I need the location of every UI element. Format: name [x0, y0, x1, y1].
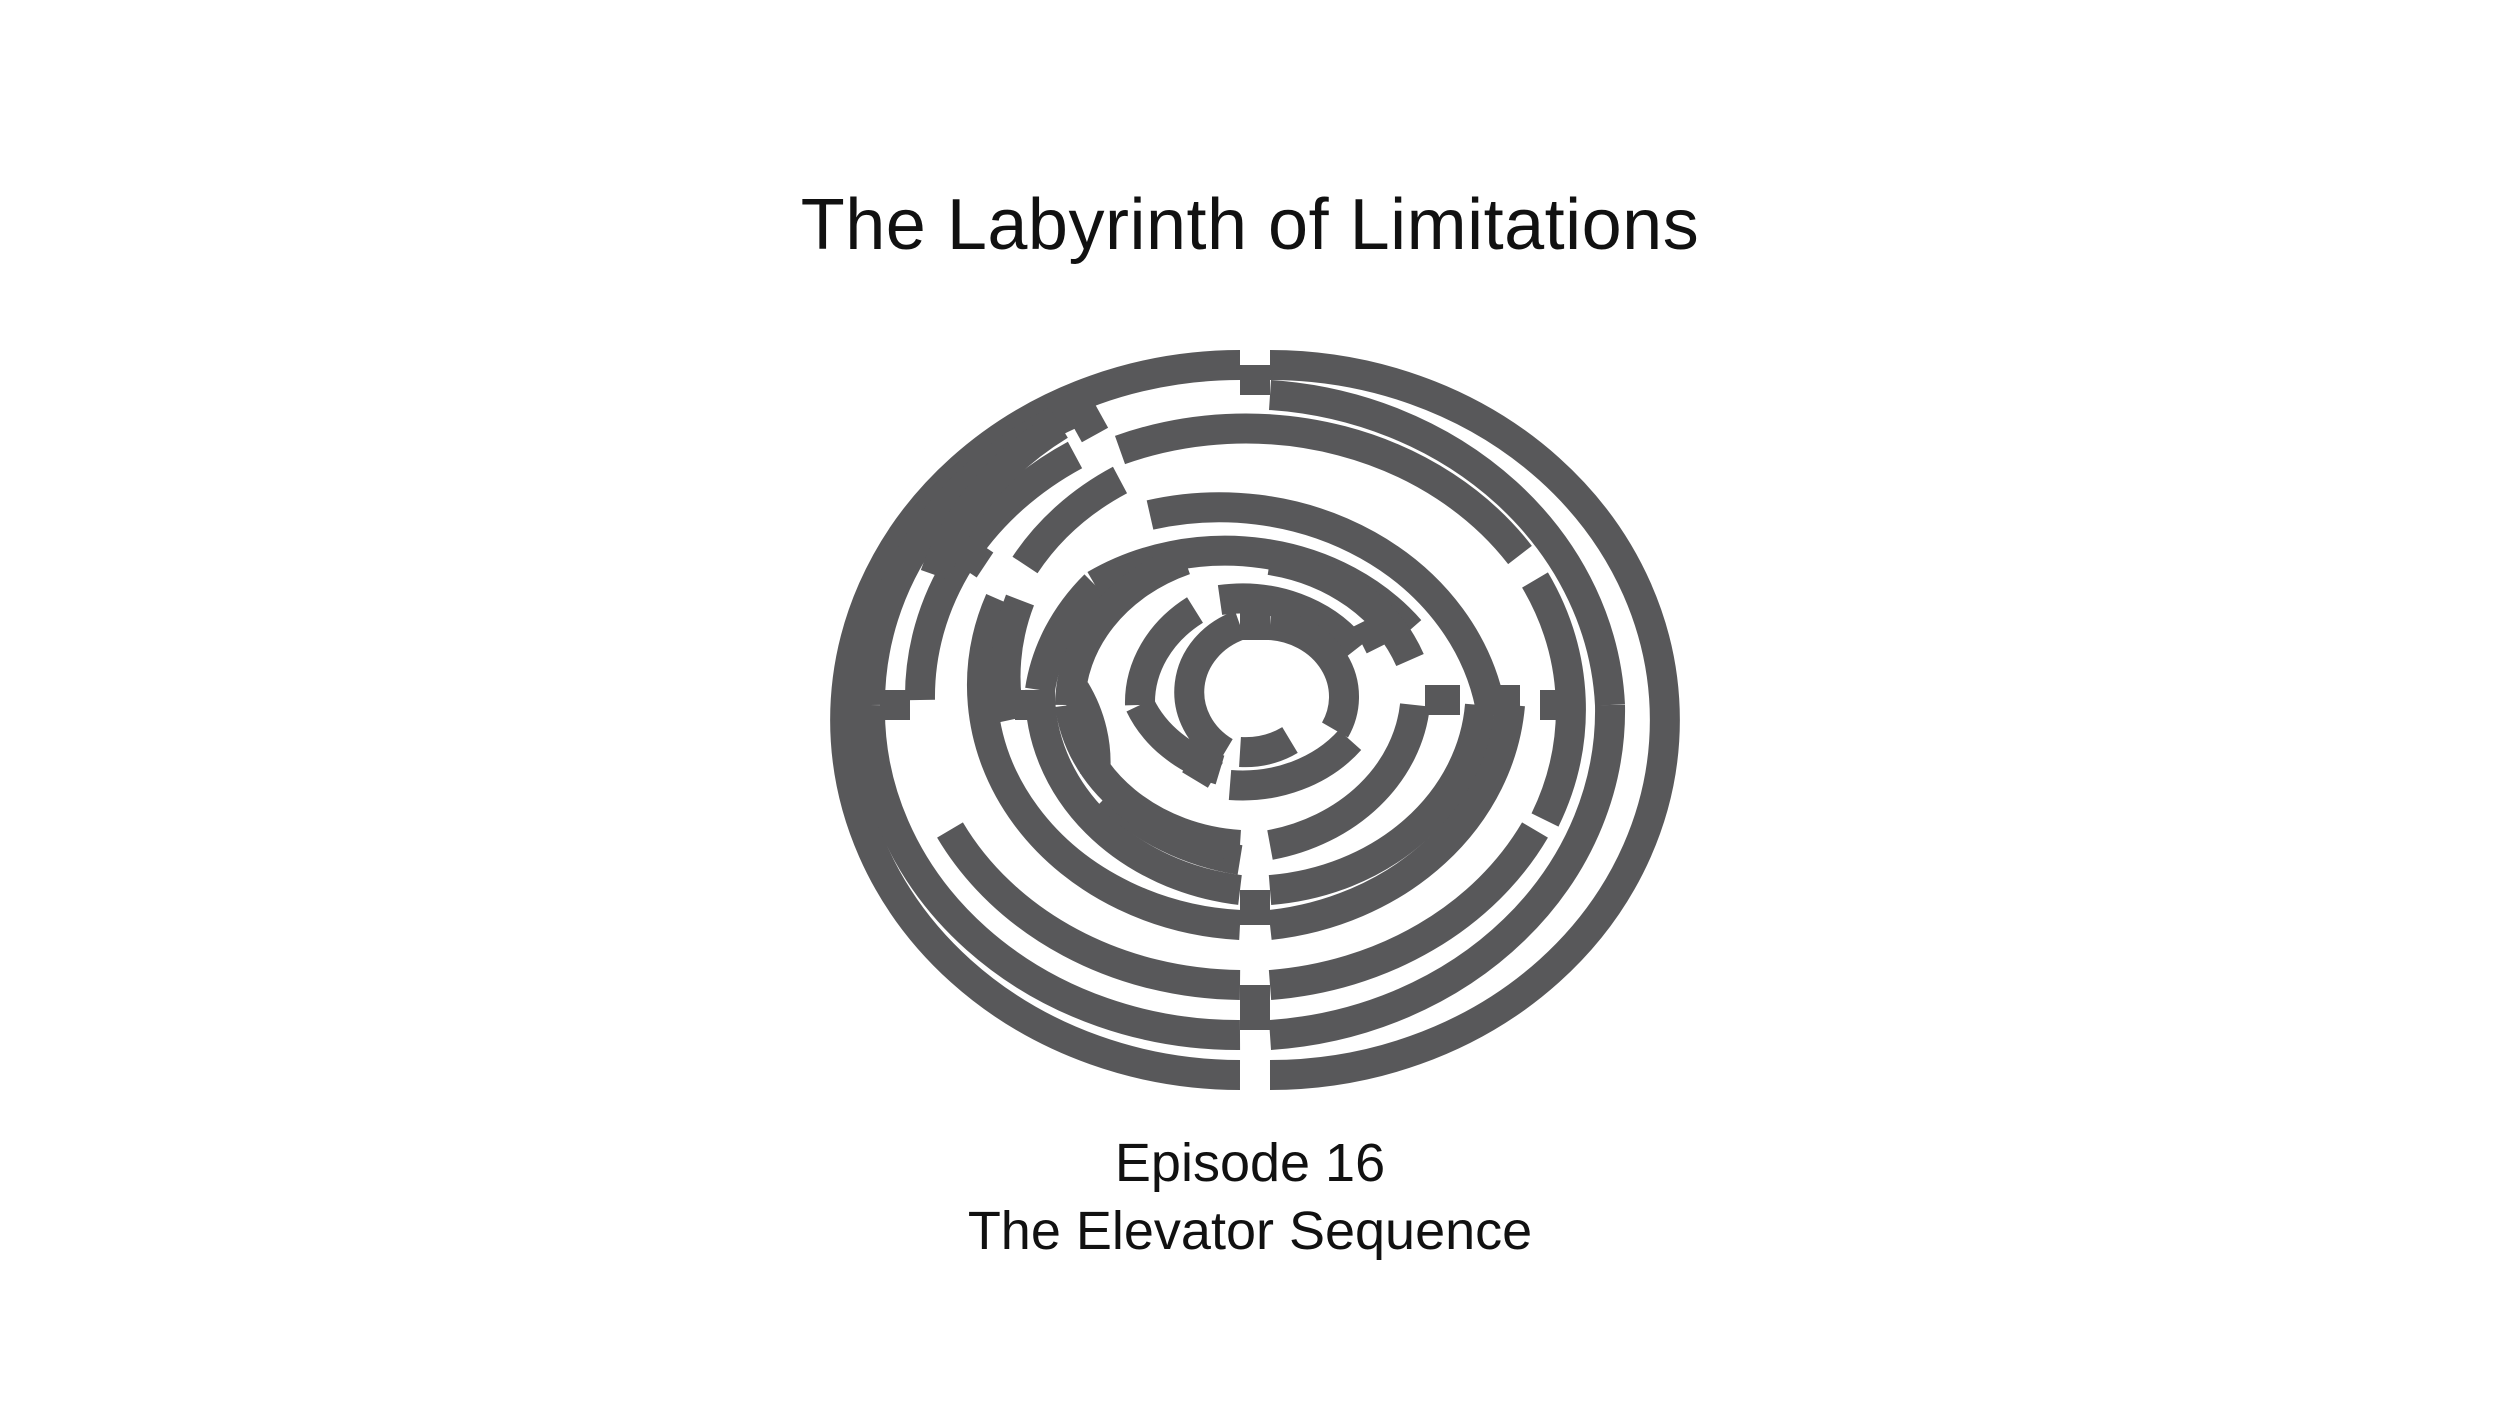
episode-title: The Elevator Sequence	[967, 1201, 1533, 1261]
page-title: The Labyrinth of Limitations	[800, 185, 1700, 265]
episode-number: Episode 16	[1114, 1133, 1386, 1193]
